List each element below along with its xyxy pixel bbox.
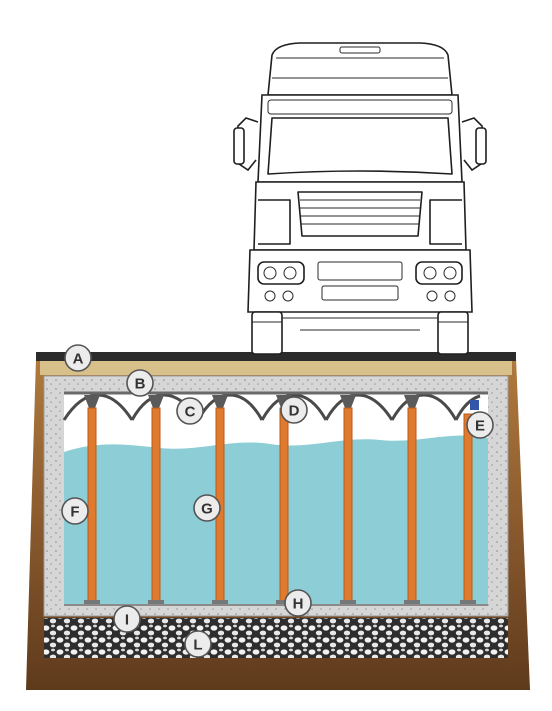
callout-l: L: [184, 630, 212, 658]
inlet-component: [470, 400, 479, 410]
asphalt-layer: [36, 352, 516, 361]
callout-e-label: E: [475, 418, 485, 435]
callout-a: A: [64, 344, 92, 372]
callout-c: C: [176, 397, 204, 425]
callout-l-label: L: [193, 637, 202, 654]
callout-a-label: A: [73, 351, 84, 368]
callout-b: B: [126, 369, 154, 397]
callout-i-label: I: [125, 612, 129, 629]
callout-d-label: D: [289, 403, 300, 420]
callout-g: G: [193, 494, 221, 522]
callout-b-label: B: [135, 376, 146, 393]
callout-h-label: H: [293, 596, 304, 613]
water-body: [64, 435, 488, 604]
callout-f-label: F: [70, 504, 79, 521]
callout-f: F: [61, 497, 89, 525]
callout-g-label: G: [201, 501, 213, 518]
callout-d: D: [280, 396, 308, 424]
callout-i: I: [113, 605, 141, 633]
callout-h: H: [284, 589, 312, 617]
pillar-bases: [84, 600, 476, 606]
gravel-bed: [44, 618, 508, 658]
sand-layer: [40, 361, 512, 375]
truck-illustration: [233, 42, 487, 355]
callout-e: E: [466, 411, 494, 439]
callout-c-label: C: [185, 404, 196, 421]
